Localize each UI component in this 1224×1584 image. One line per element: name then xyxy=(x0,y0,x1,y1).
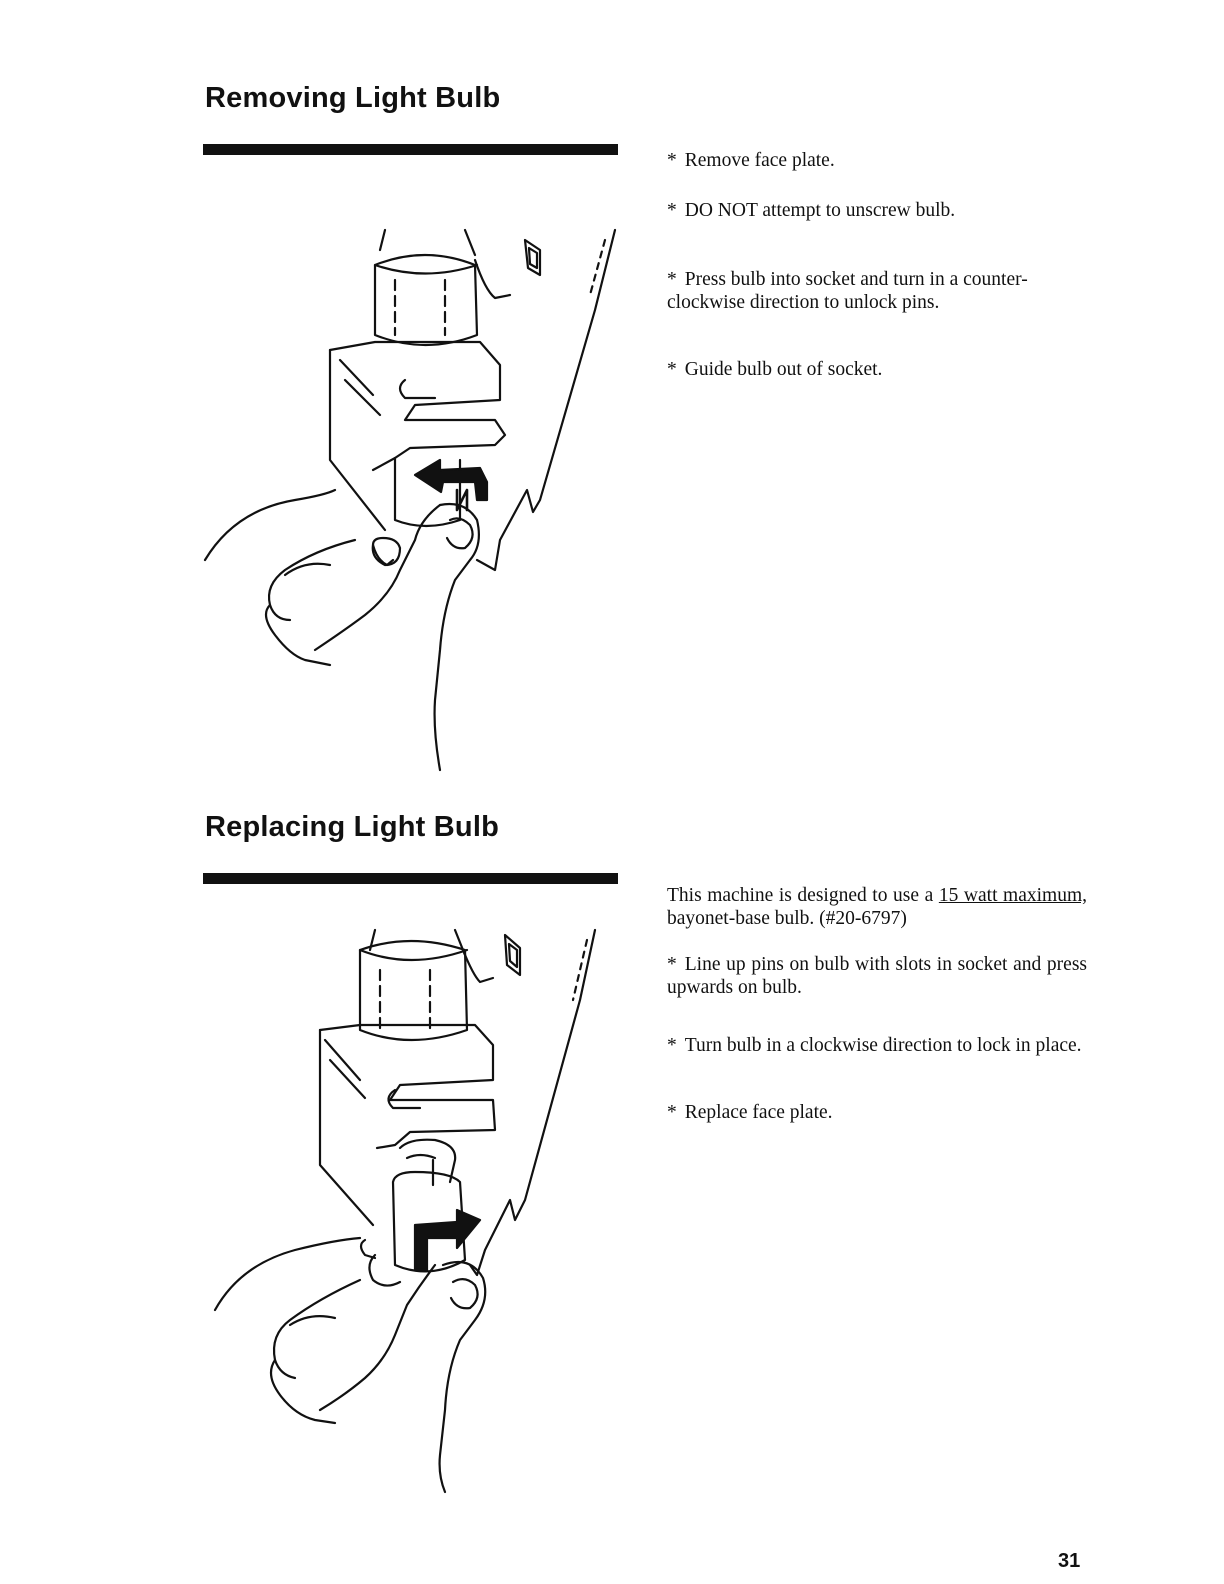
removing-step-4: *Guide bulb out of socket. xyxy=(667,359,883,380)
replacing-step-1: *Line up pins on bulb with slots in sock… xyxy=(667,954,1087,998)
section-heading-replacing: Replacing Light Bulb xyxy=(205,811,499,843)
bulb-replacement-illustration xyxy=(213,928,597,1494)
bulb-removal-illustration xyxy=(203,228,617,772)
removing-step-2: *DO NOT attempt to unscrew bulb. xyxy=(667,200,956,221)
page-number: 31 xyxy=(1058,1550,1081,1572)
section-rule-removing xyxy=(203,144,618,155)
replacing-intro: This machine is designed to use a 15 wat… xyxy=(667,885,1088,929)
removing-step-1: *Remove face plate. xyxy=(667,150,835,171)
removing-step-3: *Press bulb into socket and turn in a co… xyxy=(667,269,1028,313)
replacing-step-3: *Replace face plate. xyxy=(667,1102,833,1123)
section-heading-removing: Removing Light Bulb xyxy=(205,82,501,114)
replacing-step-2: *Turn bulb in a clockwise direction to l… xyxy=(667,1035,1082,1056)
section-rule-replacing xyxy=(203,873,618,884)
